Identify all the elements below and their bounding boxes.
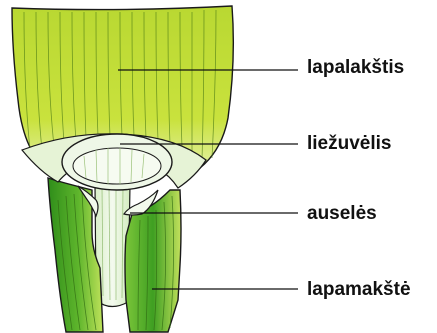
label-blade: lapalakštis [307, 57, 404, 79]
label-ligule: liežuvėlis [307, 133, 392, 155]
label-sheath: lapamakštė [307, 279, 411, 301]
label-auricles: auselės [307, 203, 377, 225]
ligule-inner [73, 148, 161, 184]
